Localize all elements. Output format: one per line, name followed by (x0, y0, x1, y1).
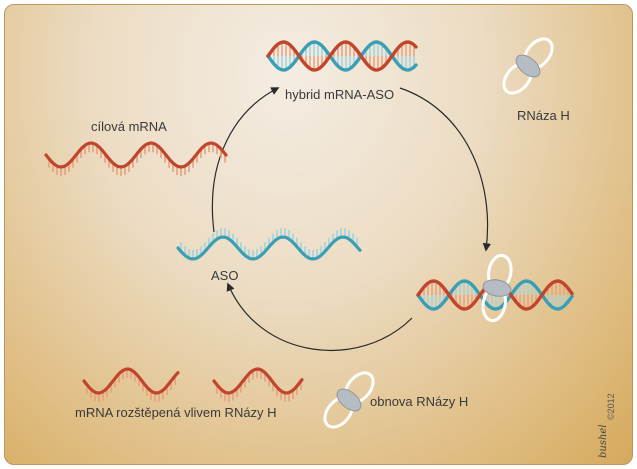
rnase-h-renewed-enzyme (323, 371, 375, 429)
rnase-renewal-label: obnova RNázy H (370, 394, 469, 409)
target-mrna-strand (44, 141, 228, 176)
cycle-arrow-to-cleavage (399, 87, 492, 252)
aso-label: ASO (211, 268, 239, 283)
cleaved-mrna-fragment-1 (82, 367, 180, 402)
aso-strand (176, 228, 362, 261)
hybrid-helix (266, 40, 418, 72)
artist-signature: bushel (598, 424, 609, 458)
cycle-arrow-to-hybrid (211, 87, 280, 233)
target-mrna-label: cílová mRNA (91, 119, 167, 134)
hybrid-label: hybrid mRNA-ASO (285, 87, 395, 102)
cleaved-mrna-label: mRNA rozštěpená vlivem RNázy H (75, 405, 277, 420)
rnase-h-label: RNáza H (517, 108, 570, 123)
copyright-text: ©2012 (606, 393, 616, 420)
rnase-h-bound-enzyme (481, 253, 513, 323)
rnase-h-enzyme (502, 37, 554, 95)
cycle-arrow-to-aso (226, 282, 413, 352)
cleaved-mrna-fragment-2 (212, 367, 304, 402)
